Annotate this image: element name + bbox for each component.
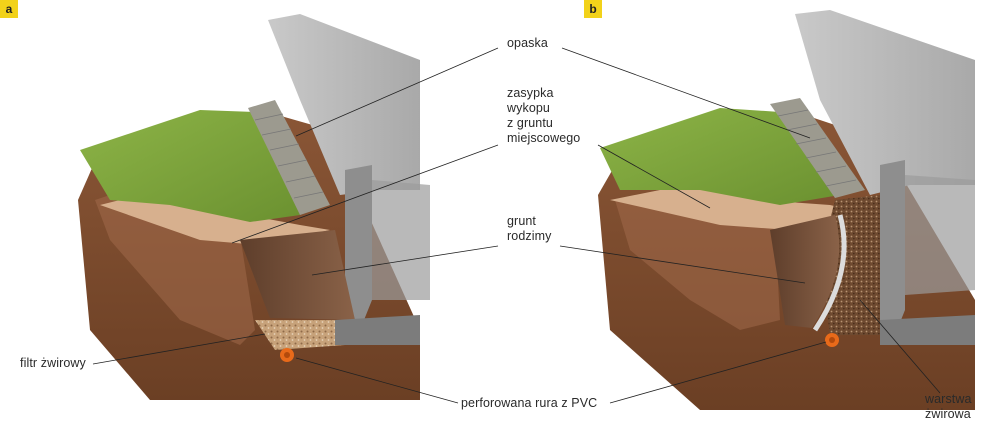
panel-b-illustration [598, 10, 975, 410]
label-opaska: opaska [507, 36, 548, 50]
leader-lines [92, 47, 941, 404]
label-grunt-line1: grunt [507, 214, 536, 228]
panel-a-wall [268, 14, 420, 195]
panel-a-badge: a [0, 0, 18, 18]
label-zasypka-line3: z gruntu [507, 116, 553, 130]
panel-b-opaska [770, 98, 865, 198]
label-zasypka-line4: miejscowego [507, 131, 581, 145]
panel-a-opaska [248, 100, 330, 215]
label-grunt-line2: rodzimy [507, 229, 552, 243]
panel-a-sand [100, 195, 330, 245]
label-warstwa-line1: warstwa [925, 392, 972, 406]
panel-b-sand [610, 186, 860, 230]
panel-a-illustration [78, 14, 430, 400]
panel-b-trench [770, 215, 840, 328]
label-zasypka-line1: zasypka [507, 86, 554, 100]
panel-b-badge: b [584, 0, 602, 18]
label-filtr-zwirowy: filtr żwirowy [20, 356, 86, 370]
label-warstwa-line2: żwirowa [925, 407, 971, 421]
panel-a-trench [240, 230, 355, 320]
panel-a-grass [80, 110, 300, 222]
panel-a-gravel-filter [255, 320, 345, 350]
label-zasypka-line2: wykopu [507, 101, 550, 115]
panel-b-grass [600, 108, 840, 205]
label-perforowana-rura: perforowana rura z PVC [461, 396, 598, 410]
panel-b-wall [795, 10, 975, 195]
